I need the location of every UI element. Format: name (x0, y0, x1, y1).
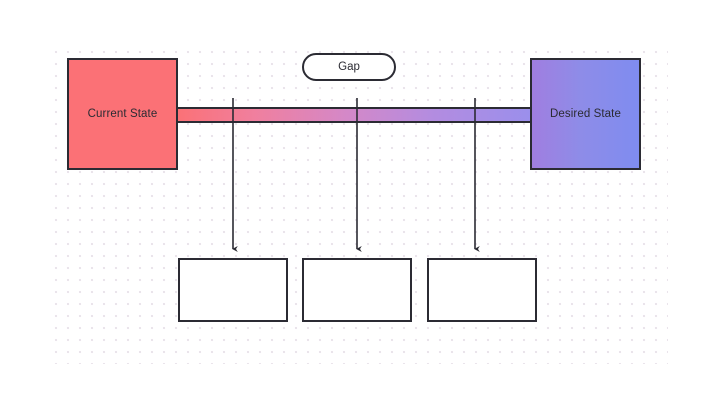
node-current-state-label: Current State (87, 108, 158, 120)
drop-box-2[interactable] (302, 258, 412, 322)
gap-label-pill[interactable]: Gap (302, 53, 396, 81)
drop-box-1[interactable] (178, 258, 288, 322)
node-desired-state[interactable]: Desired State (530, 58, 641, 170)
drop-box-3[interactable] (427, 258, 537, 322)
gap-connector-bar (176, 107, 532, 123)
node-current-state[interactable]: Current State (67, 58, 178, 170)
gap-label-text: Gap (338, 61, 360, 73)
node-desired-state-label: Desired State (550, 108, 621, 120)
